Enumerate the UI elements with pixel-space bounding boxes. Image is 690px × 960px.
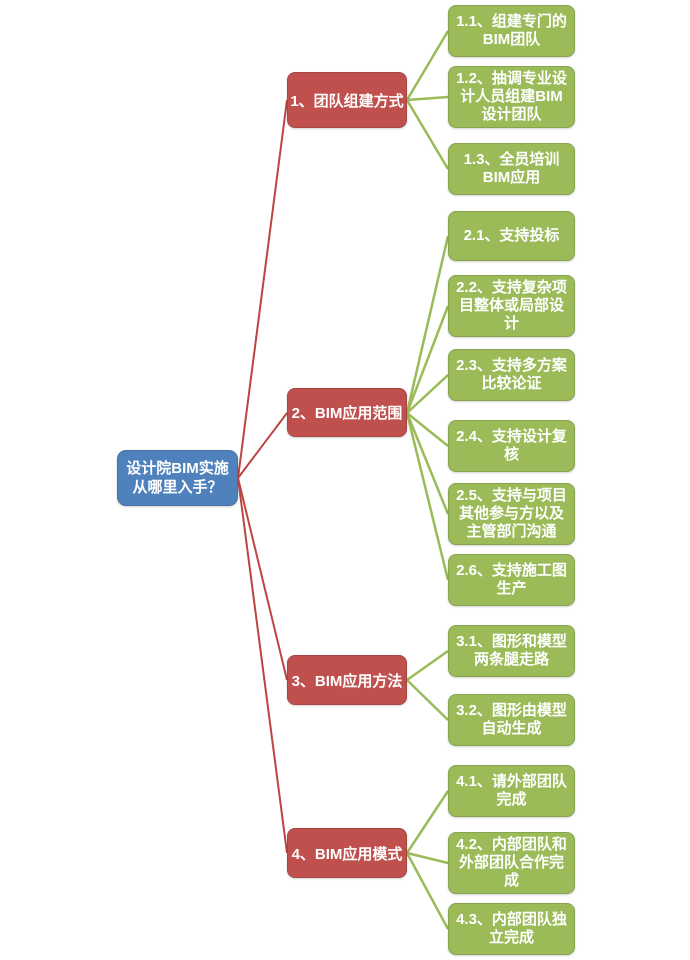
edge-branch1-leaf-1-3 [405,99,450,170]
edge-branch1-leaf-1-2 [406,95,449,102]
leaf-node-2-2[interactable]: 2.2、支持复杂项目整体或局部设计 [448,275,575,337]
edge-branch3-leaf-3-2 [406,679,449,721]
edge-branch2-leaf-2-4 [406,412,449,447]
edge-root-branch-1 [237,99,288,479]
leaf-node-4-2[interactable]: 4.2、内部团队和外部团队合作完成 [448,832,575,894]
edge-branch2-leaf-2-5 [405,412,450,515]
branch-node-4[interactable]: 4、BIM应用模式 [287,828,407,878]
edge-root-branch-4 [237,477,288,854]
edge-branch1-leaf-1-1 [405,30,450,101]
leaf-node-3-2[interactable]: 3.2、图形由模型自动生成 [448,694,575,746]
leaf-node-1-1[interactable]: 1.1、组建专门的BIM团队 [448,5,575,57]
edge-root-branch-3 [237,477,288,681]
edge-branch2-leaf-2-1 [405,235,450,414]
branch-node-3[interactable]: 3、BIM应用方法 [287,655,407,705]
edge-branch4-leaf-4-2 [406,851,449,865]
leaf-node-1-2[interactable]: 1.2、抽调专业设计人员组建BIM设计团队 [448,66,575,128]
leaf-node-2-3[interactable]: 2.3、支持多方案比较论证 [448,349,575,401]
edge-branch2-leaf-2-6 [405,412,450,581]
edge-root-branch-2 [237,412,288,479]
branch-node-1[interactable]: 1、团队组建方式 [287,72,407,128]
edge-branch2-leaf-2-2 [405,305,450,414]
leaf-node-2-4[interactable]: 2.4、支持设计复核 [448,420,575,472]
edge-branch4-leaf-4-3 [405,852,450,930]
branch-node-2[interactable]: 2、BIM应用范围 [287,388,407,437]
leaf-node-1-3[interactable]: 1.3、全员培训BIM应用 [448,143,575,195]
leaf-node-3-1[interactable]: 3.1、图形和模型两条腿走路 [448,625,575,677]
edge-branch4-leaf-4-1 [405,790,450,854]
leaf-node-4-1[interactable]: 4.1、请外部团队完成 [448,765,575,817]
root-node[interactable]: 设计院BIM实施从哪里入手？ [117,450,238,506]
leaf-node-2-5[interactable]: 2.5、支持与项目其他参与方以及主管部门沟通 [448,483,575,545]
leaf-node-2-6[interactable]: 2.6、支持施工图生产 [448,554,575,606]
leaf-node-2-1[interactable]: 2.1、支持投标 [448,211,575,261]
edge-branch2-leaf-2-3 [406,374,449,414]
edge-branch3-leaf-3-1 [406,649,449,682]
leaf-node-4-3[interactable]: 4.3、内部团队独立完成 [448,903,575,955]
